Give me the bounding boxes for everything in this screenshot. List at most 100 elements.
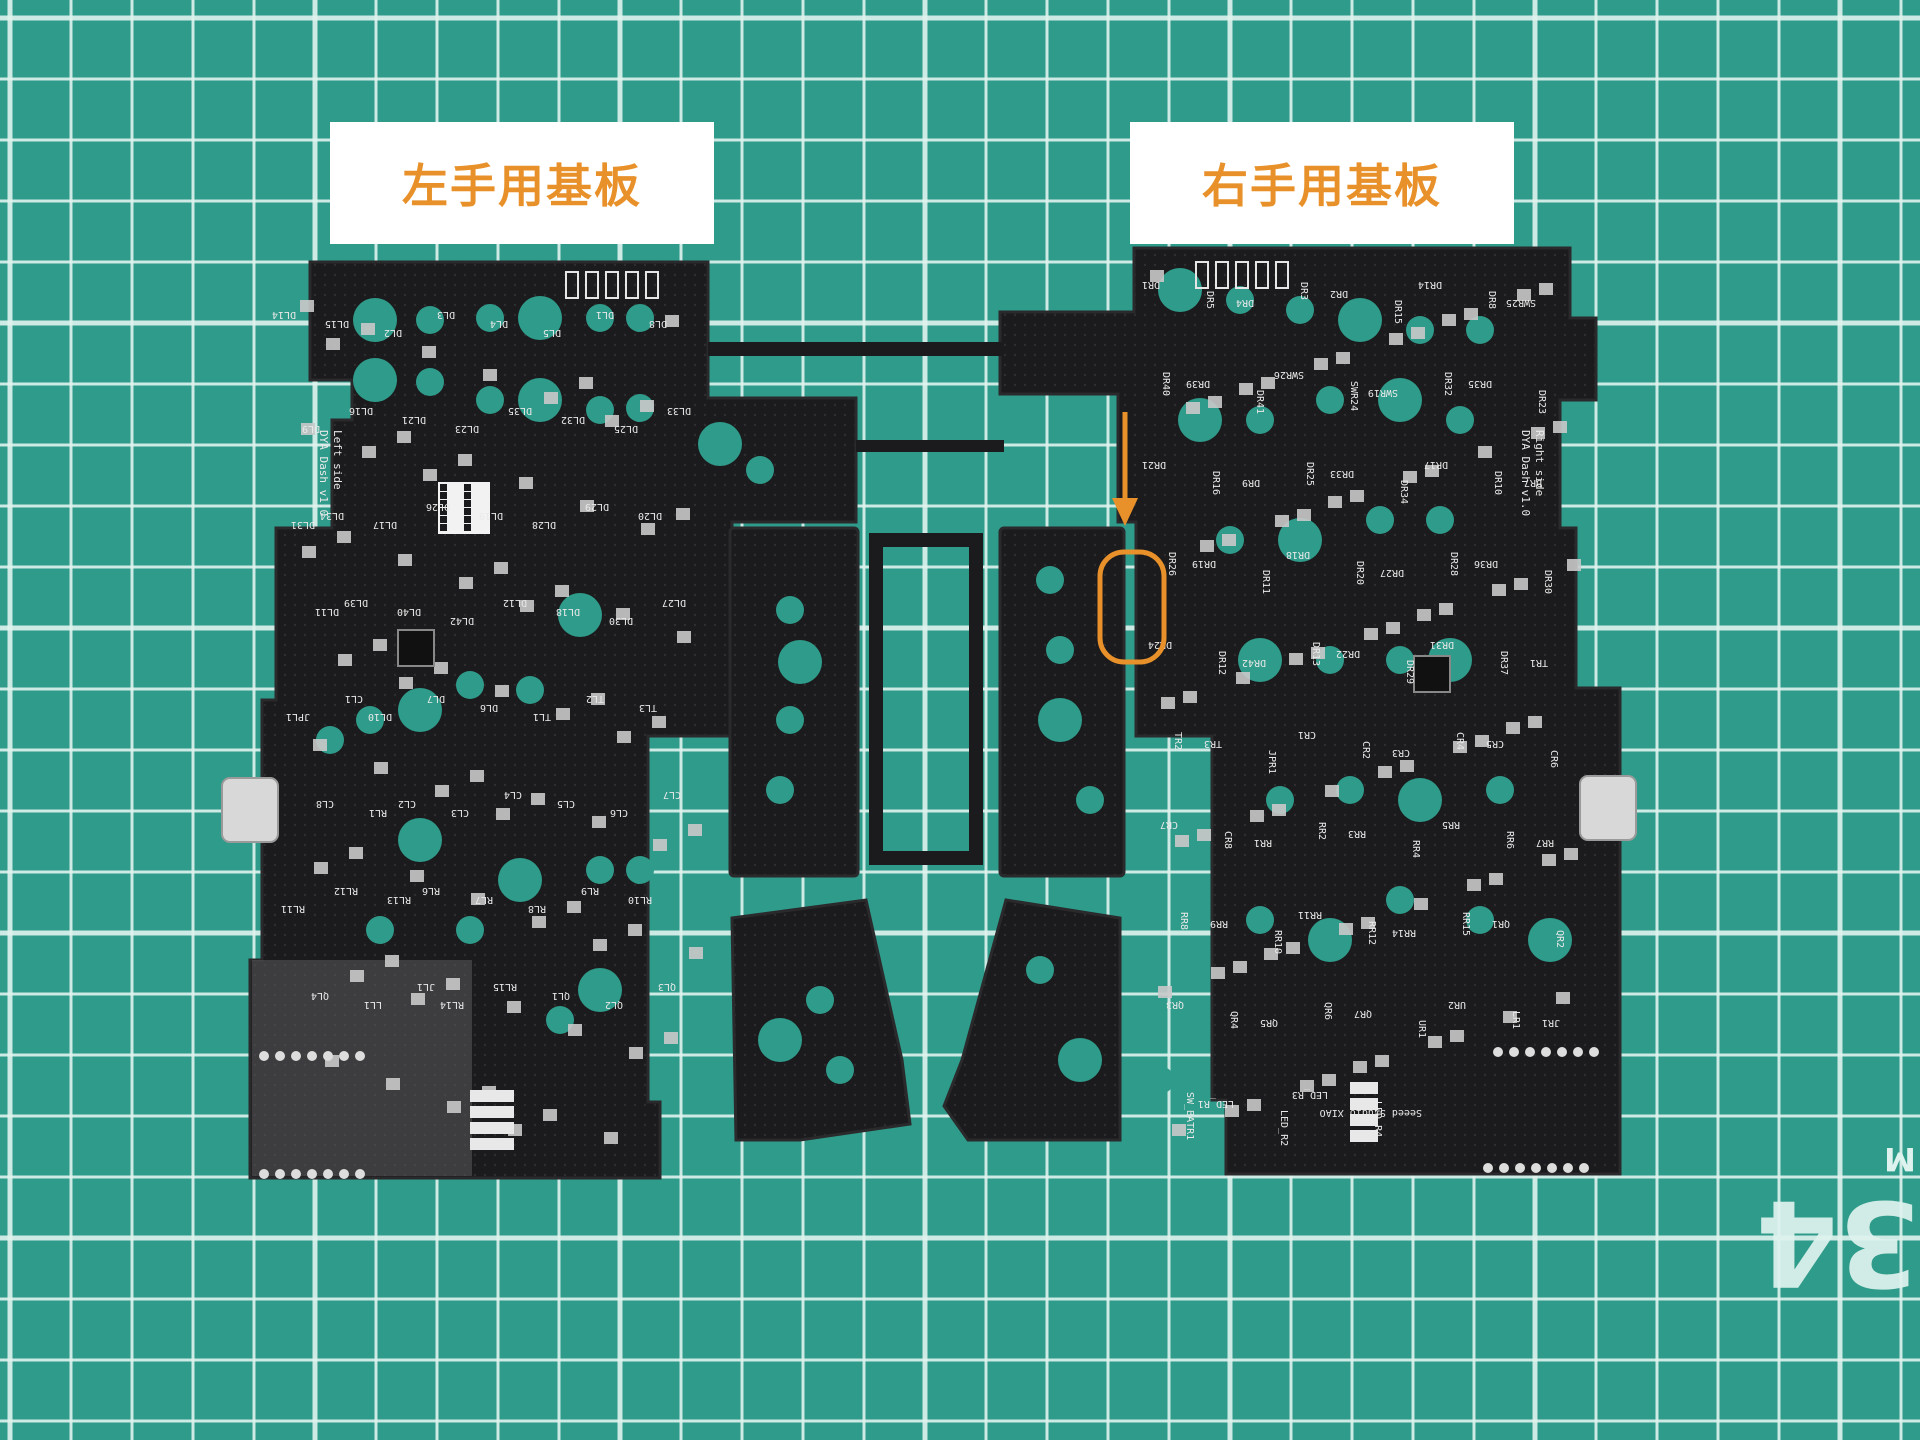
- silkscreen-ref: DR26: [1166, 552, 1177, 576]
- qr-cell: [440, 516, 447, 523]
- through-hole: [259, 1169, 269, 1179]
- left-thumb-piece: [730, 898, 912, 1142]
- switch-hole: [366, 916, 394, 944]
- smd-pad: [337, 531, 351, 543]
- smd-pad: [1450, 1030, 1464, 1042]
- silkscreen-ref: QL4: [311, 990, 329, 1001]
- smd-pad: [338, 654, 352, 666]
- silkscreen-ref: UR2: [1448, 999, 1466, 1010]
- smd-pad: [677, 631, 691, 643]
- switch-hole: [1378, 378, 1422, 422]
- smd-pad: [1336, 352, 1350, 364]
- down-arrow-icon: [1112, 498, 1138, 526]
- smd-pad: [1339, 923, 1353, 935]
- silkscreen-ref: RR3: [1348, 828, 1366, 839]
- smd-pad: [1425, 465, 1439, 477]
- silkscreen-ref: DL40: [397, 606, 421, 617]
- silkscreen-ref: RR10: [1272, 930, 1283, 954]
- silkscreen-ref: DL27: [662, 597, 686, 608]
- through-hole: [275, 1051, 285, 1061]
- silkscreen-ref: QR5: [1260, 1017, 1278, 1028]
- smd-pad: [519, 477, 533, 489]
- switch-hole: [1146, 1066, 1174, 1094]
- led-pad: [1350, 1098, 1378, 1110]
- smd-pad: [385, 955, 399, 967]
- smd-pad: [1325, 785, 1339, 797]
- left-center-strip: [728, 526, 860, 878]
- smd-pad: [520, 600, 534, 612]
- silkscreen-ref: DR11: [1260, 570, 1271, 594]
- silkscreen-ref: SWR25: [1506, 297, 1536, 308]
- through-hole: [355, 1051, 365, 1061]
- silkscreen-ref: DR15: [1392, 300, 1403, 324]
- left-board-label: 左手用基板: [330, 122, 714, 244]
- smd-pad: [496, 808, 510, 820]
- smd-pad: [300, 300, 314, 312]
- smd-pad: [1389, 333, 1403, 345]
- switch-hole: [518, 378, 562, 422]
- silkscreen-ref: DL29: [585, 501, 609, 512]
- smd-pad: [1439, 603, 1453, 615]
- silkscreen-ref: DR37: [1498, 651, 1509, 675]
- silkscreen-ref: DL33: [667, 405, 691, 416]
- silkscreen-ref: RL13: [387, 894, 411, 905]
- smd-pad: [410, 870, 424, 882]
- qr-cell: [440, 484, 447, 491]
- qr-cell: [464, 492, 471, 499]
- switch-hole: [353, 358, 397, 402]
- smd-pad: [1417, 609, 1431, 621]
- silkscreen-ref: CR3: [1392, 747, 1410, 758]
- smd-pad: [665, 315, 679, 327]
- silkscreen-ref: RR8: [1178, 912, 1189, 930]
- smd-pad: [664, 1032, 678, 1044]
- smd-pad: [1464, 308, 1478, 320]
- silkscreen-ref: LED_R1: [1198, 1098, 1234, 1109]
- silkscreen-ref: DR35: [1468, 378, 1492, 389]
- silkscreen-ref: RR11: [1298, 909, 1322, 920]
- silkscreen-ref: RR2: [1316, 822, 1327, 840]
- smd-pad: [350, 970, 364, 982]
- silkscreen-ref: DR25: [1304, 462, 1315, 486]
- silkscreen-ref: RL10: [628, 894, 652, 905]
- switch-hole: [1386, 886, 1414, 914]
- smd-pad: [1350, 490, 1364, 502]
- silkscreen-ref: TR3: [1204, 738, 1222, 749]
- smd-pad: [1478, 446, 1492, 458]
- smd-pad: [1542, 854, 1556, 866]
- silkscreen-ref: RR7: [1536, 837, 1554, 848]
- silkscreen-ref: DR8: [1486, 291, 1497, 309]
- silkscreen-ref: JPR1: [1266, 750, 1277, 774]
- silkscreen-ref: DR42: [1242, 657, 1266, 668]
- switch-hole: [1238, 638, 1282, 682]
- silkscreen-ref: DR36: [1474, 558, 1498, 569]
- through-hole: [1579, 1163, 1589, 1173]
- silkscreen-ref: CR7: [1160, 819, 1178, 830]
- smd-pad: [397, 431, 411, 443]
- led-pad: [1350, 1114, 1378, 1126]
- silkscreen-ref: CL4: [504, 789, 522, 800]
- silkscreen-ref: UR1: [1416, 1020, 1427, 1038]
- silkscreen-ref: DR14: [1418, 279, 1442, 290]
- through-hole: [1525, 1047, 1535, 1057]
- smd-pad: [543, 1109, 557, 1121]
- smd-pad: [313, 739, 327, 751]
- smd-pad: [1225, 1105, 1239, 1117]
- diode-footprint: [1275, 261, 1289, 289]
- smd-pad: [1567, 559, 1581, 571]
- silkscreen-ref: DR12: [1216, 651, 1227, 675]
- switch-hole: [456, 916, 484, 944]
- switch-hole: [1366, 506, 1394, 534]
- through-hole: [1557, 1047, 1567, 1057]
- smd-pad: [349, 847, 363, 859]
- switch-hole: [806, 986, 834, 1014]
- diode-footprint: [1255, 261, 1269, 289]
- through-hole: [323, 1051, 333, 1061]
- ic-chip-right: [1413, 655, 1451, 693]
- smd-pad: [373, 639, 387, 651]
- switch-hole: [1398, 778, 1442, 822]
- silkscreen-ref: TL1: [533, 711, 551, 722]
- silkscreen-ref: DL10: [368, 711, 392, 722]
- switch-hole: [558, 593, 602, 637]
- smd-pad: [1286, 942, 1300, 954]
